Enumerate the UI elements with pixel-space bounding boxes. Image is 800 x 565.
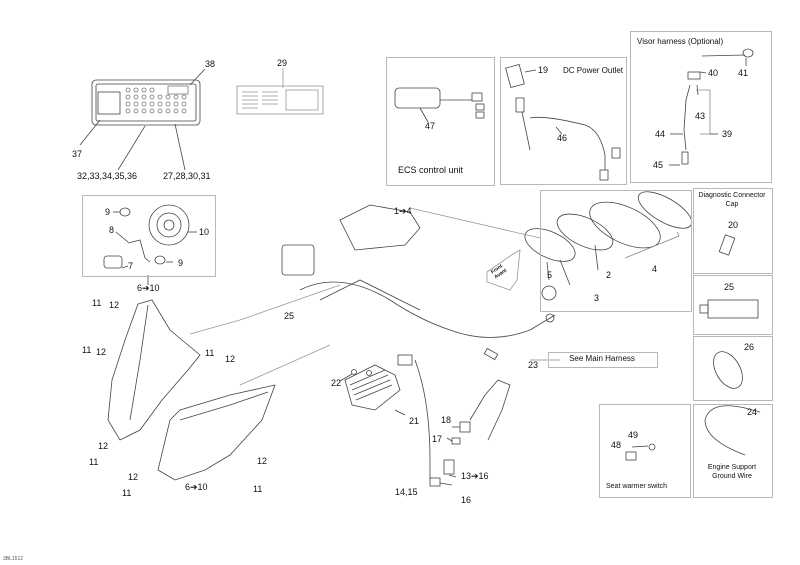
callout-3: 3 [594,293,600,303]
callout-11c: 11 [205,348,215,358]
headlamp-bulb-kit-panel [82,195,216,277]
callout-11d: 11 [89,457,99,467]
callout-43: 43 [695,111,706,121]
callout-12e: 12 [128,472,139,482]
callout-37: 37 [72,149,83,159]
callout-29: 29 [277,58,288,68]
dielectric-grease-panel [693,275,773,335]
ecs-control-unit-panel [386,57,495,186]
dc-power-outlet-panel [500,57,627,185]
fuse-label-card-illustration [236,68,324,115]
headlight-housing-illustration [107,284,341,441]
front-direction-arrow [486,249,521,291]
callout-12c: 12 [225,354,236,364]
callout-1-4: 1➔4 [394,206,412,216]
instrument-cluster-illustration [524,191,693,301]
callout-39: 39 [722,129,733,139]
callout-48: 48 [611,440,622,450]
callout-32-36: 32,33,34,35,36 [77,171,138,181]
callout-13-16: 13➔16 [461,471,489,481]
callout-49: 49 [628,430,639,440]
callout-40: 40 [708,68,719,78]
callout-27-31: 27,28,30,31 [163,171,211,181]
diagram-reference-code: 3BL1512 [3,556,24,562]
callout-11b: 11 [82,345,92,355]
callout-18: 18 [441,415,452,425]
ecs-module-illustration [394,87,485,123]
instrument-cluster-panel [540,190,692,312]
visor-harness-illustration [669,48,754,166]
seat-warmer-switch-illustration [625,443,656,461]
ring-clamp-panel [693,336,773,401]
callout-11e: 11 [122,488,132,498]
callout-12a: 12 [109,300,120,310]
dielectric-grease-tube-illustration [699,299,759,319]
callout-6-10-lens: 6➔10 [185,482,208,492]
callout-20: 20 [728,220,739,230]
callout-12b: 12 [96,347,107,357]
callout-21: 21 [409,416,420,426]
voltage-regulator-illustration [339,364,406,416]
callout-19: 19 [538,65,549,75]
callout-23: 23 [528,360,539,370]
cord-switch-illustration [429,379,511,487]
ring-clamp-illustration [713,351,743,389]
diagnostic-connector-cap-title: Diagnostic Connector Cap [698,192,766,208]
callout-46: 46 [557,133,568,143]
callout-24: 24 [747,407,758,417]
callout-11a: 11 [92,298,102,308]
seat-warmer-switch-title: Seat warmer switch [606,483,668,490]
main-harness-illustration [281,204,556,480]
engine-support-ground-wire-title: Engine Support Ground Wire [707,464,757,480]
callout-38: 38 [205,59,216,69]
callout-9b: 9 [178,258,184,268]
callout-17: 17 [432,434,443,444]
visor-harness-panel [630,31,772,183]
seat-warmer-switch-panel [599,404,691,498]
diag-cap-illustration [718,234,736,256]
callout-26: 26 [744,342,755,352]
dc-outlet-illustration [505,64,621,181]
see-main-harness-label: See Main Harness [569,354,635,363]
callout-16: 16 [461,495,472,505]
headlamp-bulb-kit-illustration [103,204,197,285]
diagnostic-connector-cap-panel [693,188,773,274]
callout-7: 7 [128,261,134,271]
callout-8: 8 [109,225,115,235]
ecs-control-unit-title: ECS control unit [398,165,464,175]
callout-41: 41 [738,68,749,78]
callout-14-15: 14,15 [395,487,418,497]
callout-9a: 9 [105,207,111,217]
engine-support-ground-wire-panel [693,404,773,498]
callout-4: 4 [652,264,658,274]
callout-5: 5 [547,270,553,280]
dc-power-outlet-title: DC Power Outlet [563,66,624,75]
see-main-harness-box [548,352,658,368]
callout-2: 2 [606,270,612,280]
headlight-lens-illustration [157,344,331,481]
callout-12f: 12 [257,456,268,466]
callout-12d: 12 [98,441,109,451]
callout-6-10-kit: 6➔10 [137,283,160,293]
callout-47: 47 [425,121,436,131]
callout-22: 22 [331,378,342,388]
callout-45: 45 [653,160,664,170]
callout-10: 10 [199,227,210,237]
visor-harness-title: Visor harness (Optional) [637,37,724,46]
ground-wire-illustration [704,405,761,456]
fuse-box-illustration [79,68,206,171]
callout-25: 25 [284,311,295,321]
callout-25-box: 25 [724,282,735,292]
callout-44: 44 [655,129,666,139]
callout-11f: 11 [253,484,263,494]
